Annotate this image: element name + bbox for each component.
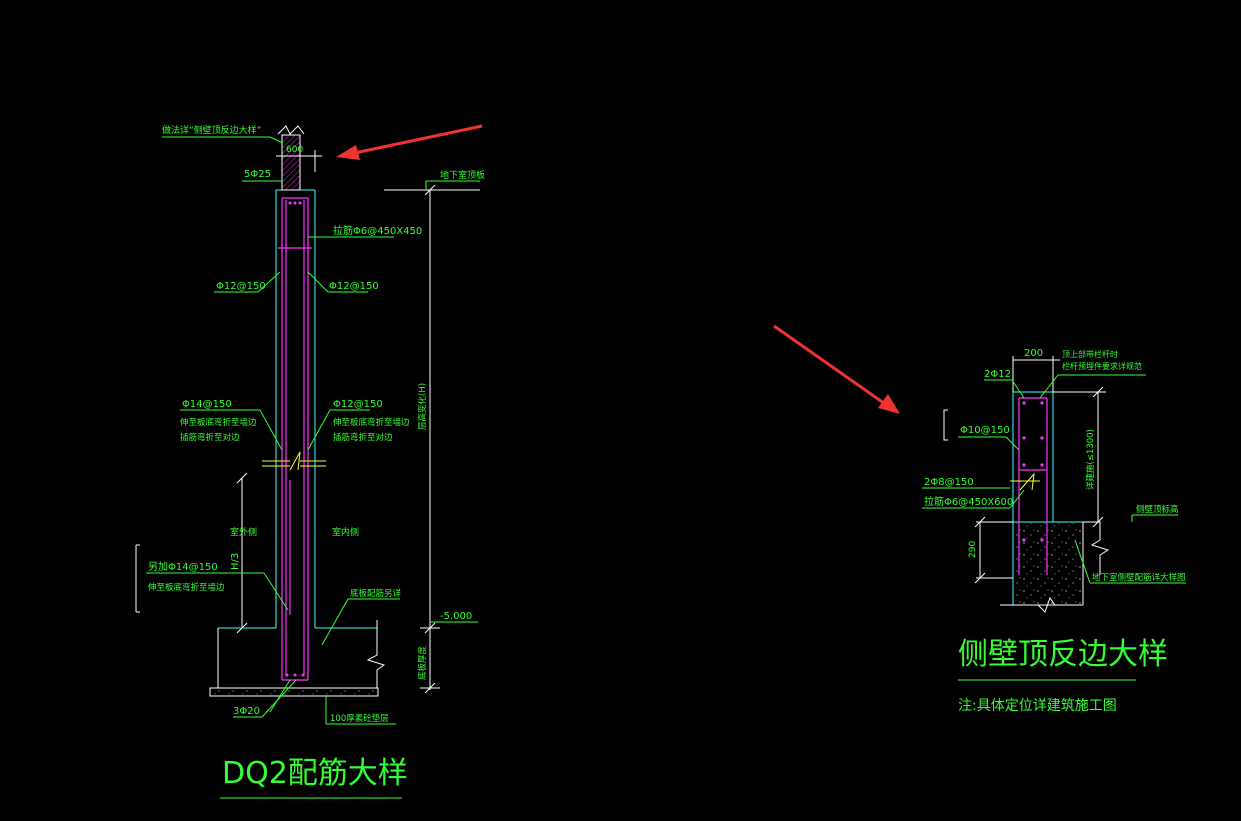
- dimension-lines: [135, 150, 480, 694]
- dq2-title: DQ2配筋大样: [222, 756, 408, 791]
- upturn-dim-top: 200: [1024, 348, 1043, 359]
- top-bars: 5Φ25: [244, 169, 271, 180]
- upturn-leaders: [922, 374, 1186, 681]
- extra-note: 伸至板底弯折至墙边: [148, 582, 225, 593]
- wall-rebar: [278, 197, 312, 681]
- height-label: 层高变化(H): [417, 383, 428, 430]
- footing: [209, 620, 386, 697]
- leader-lines: [146, 136, 480, 799]
- interior-side: 室内侧: [332, 526, 359, 538]
- slab-thickness: 底板厚度: [417, 645, 428, 680]
- arrow-to-parapet: [336, 124, 483, 160]
- arrow-to-upturn-detail: [773, 324, 900, 414]
- dim-h3: H/3: [230, 553, 241, 570]
- bar-right-upper: Φ12@150: [329, 281, 379, 292]
- ref-note: 做法详“侧壁顶反边大样”: [162, 124, 261, 136]
- upturn-wall-note: 地下室侧壁配筋详大样图: [1092, 572, 1186, 583]
- note-left-mid-1: 伸至板底弯折至墙边: [180, 417, 257, 428]
- bottom-bars: 3Φ20: [233, 706, 260, 717]
- stirrup-label: 拉筋Φ6@450X450: [333, 224, 422, 237]
- note-left-mid-2: 插筋弯折至对边: [180, 432, 240, 443]
- dq2-detail: 做法详“侧壁顶反边大样” 600 5Φ25 地下室顶板 拉筋Φ6@450X450…: [135, 124, 485, 799]
- upturn-bar-vertical: Φ10@150: [960, 425, 1010, 436]
- extra-bar: 另加Φ14@150: [148, 561, 218, 573]
- bar-left-mid: Φ14@150: [182, 399, 232, 410]
- dim-top: 600: [286, 145, 303, 155]
- upturn-bar-horizontal: 2Φ8@150: [924, 477, 974, 488]
- upturn-stirrup: 拉筋Φ6@450X600: [924, 495, 1013, 508]
- bar-left-upper: Φ12@150: [216, 281, 266, 292]
- upturn-height-dim: 详建施(≤1300): [1085, 429, 1096, 490]
- upturn-note-top-1: 顶上部带栏杆时: [1062, 349, 1118, 359]
- concrete-fill: [1015, 523, 1085, 605]
- annotation-arrows: [336, 124, 900, 414]
- break-marks: [262, 451, 326, 471]
- exterior-side: 室外侧: [230, 526, 257, 538]
- elevation-label: -5.000: [440, 611, 472, 622]
- upturn-dim-bottom: 290: [968, 541, 978, 558]
- parapet-hatch: [281, 134, 301, 191]
- upturn-dimensions: [943, 356, 1106, 584]
- side-wall-top-detail: 200 2Φ12 顶上部带栏杆时 栏杆预埋件要求详规范 Φ10@150 详建施(…: [922, 348, 1186, 714]
- upturn-title: 侧壁顶反边大样: [958, 637, 1168, 672]
- cushion-label: 100厚素砼垫层: [330, 713, 389, 724]
- bar-right-mid: Φ12@150: [333, 399, 383, 410]
- upturn-top-bars: 2Φ12: [984, 369, 1011, 380]
- upturn-note: 注:具体定位详建筑施工图: [958, 698, 1117, 714]
- upturn-note-top-2: 栏杆预埋件要求详规范: [1062, 361, 1142, 371]
- cushion-hatch: [209, 687, 379, 697]
- note-right-mid-1: 伸至板底弯折至墙边: [333, 417, 410, 428]
- footing-note: 底板配筋另详: [350, 588, 402, 599]
- upturn-level-label: 侧壁顶标高: [1136, 504, 1179, 515]
- slab-label: 地下室顶板: [440, 169, 485, 181]
- note-right-mid-2: 插筋弯折至对边: [333, 432, 393, 443]
